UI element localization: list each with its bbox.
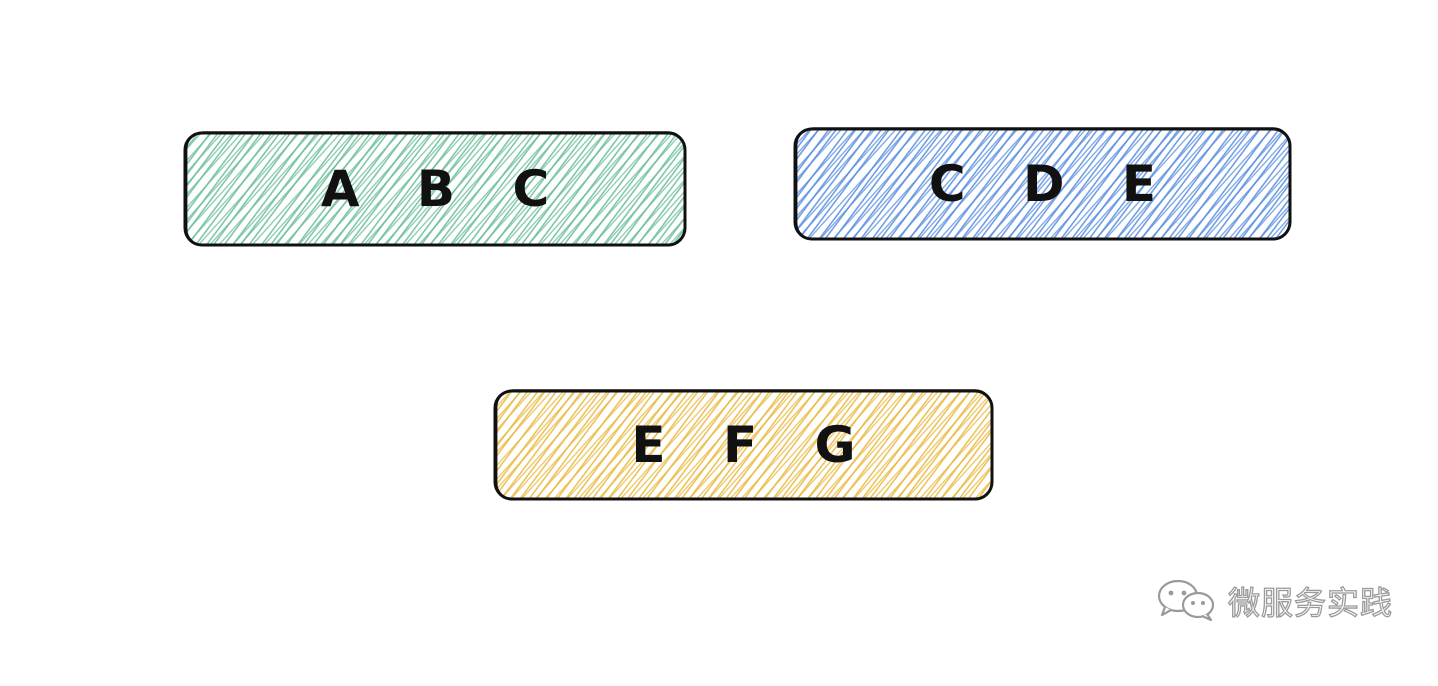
box-cde-shape [793,127,1292,241]
box-abc-label: A B C [320,160,570,218]
box-cde-hatch [796,130,1289,238]
watermark-text: 微服务实践 [1227,583,1394,622]
box-efg: E F G [490,386,997,504]
box-abc: A B C [180,128,690,250]
box-cde-outline [795,127,1291,241]
box-abc-outline [185,131,686,247]
box-cde-label: C D E [928,155,1177,213]
box-efg-label: E F G [631,416,876,474]
box-efg-outline [495,389,993,501]
box-abc-shape [183,131,687,247]
box-efg-shape [493,389,994,501]
wechat-icon [1156,576,1218,626]
box-cde: C D E [790,124,1295,244]
box-efg-hatch [496,392,991,498]
box-abc-hatch [186,134,684,244]
watermark: 微服务实践 [1156,578,1393,624]
